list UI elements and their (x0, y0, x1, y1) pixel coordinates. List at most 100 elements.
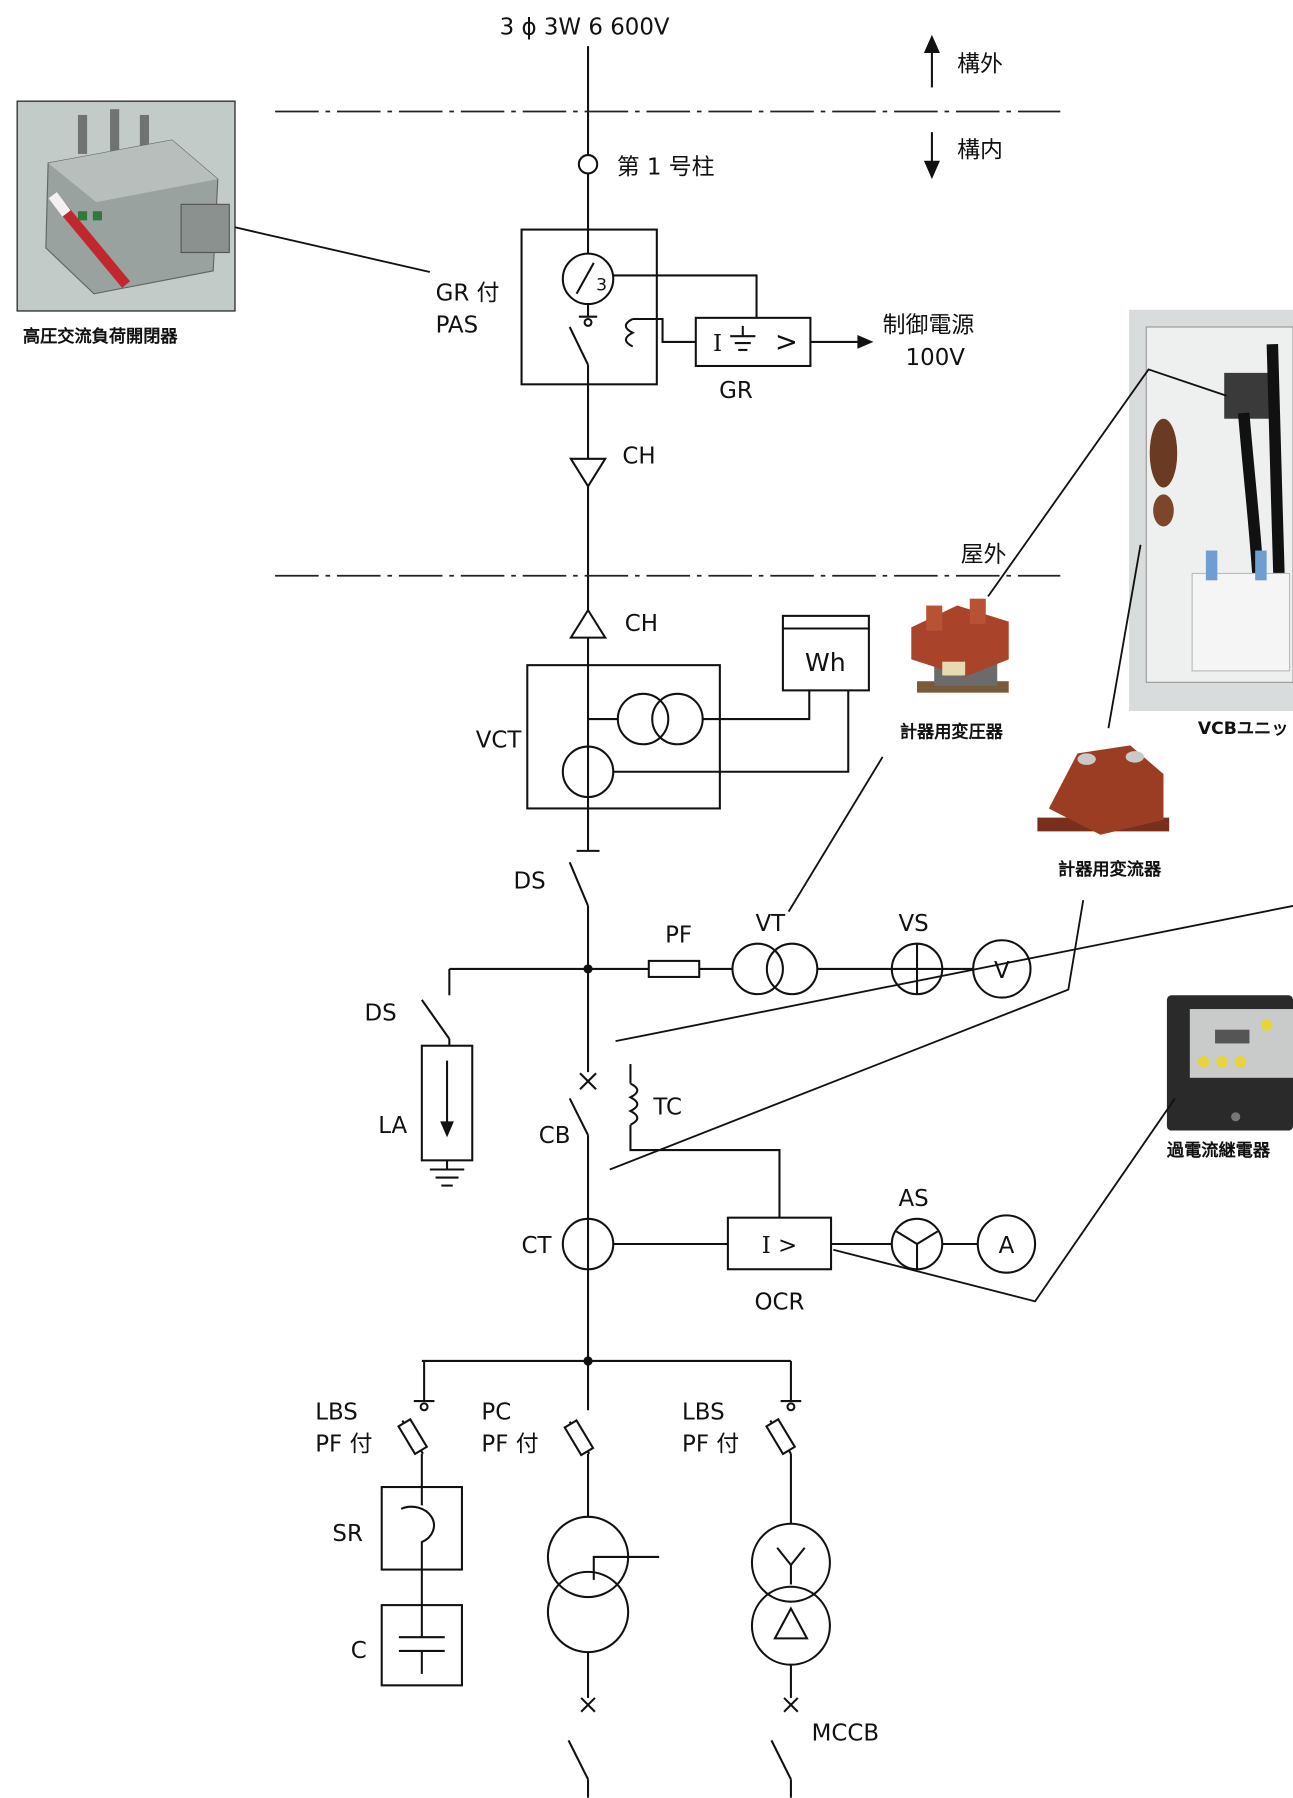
relay-photo-indicator (1216, 1056, 1228, 1068)
gr-symbol-gt: > (775, 326, 798, 358)
feeder-1-contact-terminal (419, 1402, 429, 1412)
ammeter-label: A (999, 1233, 1015, 1259)
mccb-blade (770, 1739, 792, 1780)
feeder-2-power-fuse (563, 1419, 595, 1457)
pas-photo-bushing (77, 114, 88, 154)
vct-vt-signal-line (702, 690, 811, 721)
pas-label-line2: PAS (436, 313, 479, 339)
wh-meter-label: Wh (805, 648, 846, 677)
feeder-3-fuse-label: PF 付 (682, 1432, 739, 1458)
ocr-box (726, 1216, 833, 1271)
pas-contact-terminal (583, 317, 593, 327)
pf-fuse (647, 959, 701, 978)
arrester-ground-icon (429, 1168, 465, 1187)
feeder-1-power-fuse (397, 1417, 429, 1456)
trip-coil (628, 1082, 639, 1126)
three-phase-transformer-primary (750, 1522, 831, 1603)
ammeter (976, 1214, 1037, 1274)
ct-photo-terminal (1125, 751, 1144, 763)
vt-photo-caption: 計器用変圧器 (900, 721, 1004, 742)
as-label: AS (898, 1186, 928, 1212)
la-label: LA (378, 1113, 407, 1139)
cable-head-lower (568, 608, 608, 639)
transformer-tap-line (592, 1555, 660, 1580)
feeder-1-fuse-label: PF 付 (315, 1432, 372, 1458)
inside-premises-label: 構内 (957, 137, 1003, 163)
cb-blade (568, 1097, 589, 1136)
vs-label: VS (898, 911, 928, 937)
leader-line-vt (787, 756, 884, 913)
pas-photo-bushing (110, 109, 120, 153)
la-ds-blade (420, 999, 451, 1040)
wye-arm-1 (776, 1547, 792, 1566)
zct-number: 3 (596, 275, 607, 295)
vcb-photo-insulator (1149, 418, 1178, 488)
as-spoke-2 (916, 1230, 939, 1245)
cable-head-upper (568, 457, 608, 489)
relay-photo-screw (1231, 1112, 1241, 1122)
ocr-relay-photo-caption: 過電流継電器 (1167, 1140, 1271, 1161)
feeder-2-fuse-label: PF 付 (481, 1432, 538, 1458)
inside-arrow-head (923, 160, 940, 180)
relay-photo-indicator (1197, 1056, 1210, 1068)
relay-photo-indicator (1260, 1019, 1273, 1031)
main-ds-blade (568, 861, 589, 907)
tc-label: TC (652, 1095, 682, 1121)
outdoor-label: 屋外 (961, 542, 1007, 568)
first-pole-label: 第 1 号柱 (617, 155, 715, 181)
zct-slash (575, 262, 595, 295)
vt-coil-1 (731, 942, 784, 996)
zct-signal-line (613, 274, 758, 318)
gr-relay-box (694, 316, 812, 368)
feeder-3-switch-label: LBS (682, 1399, 725, 1425)
vt-photo (911, 598, 1009, 693)
vt-photo-terminal (969, 598, 986, 624)
ct-photo-body (1048, 745, 1164, 835)
pas-switch-blade (568, 326, 589, 366)
tc-to-ocr-line (629, 1124, 781, 1218)
vct-enclosure (526, 664, 721, 810)
delta-symbol (773, 1606, 809, 1640)
gr-label: GR (719, 378, 753, 404)
feeder-2-switch-label: PC (481, 1399, 511, 1425)
relay-photo-display (1215, 1029, 1250, 1044)
pas-enclosure (520, 228, 658, 386)
la-ds-label: DS (365, 1001, 397, 1027)
single-phase-transformer-secondary (546, 1570, 630, 1654)
vcb-photo-cable (1266, 344, 1285, 586)
vct-vt-coil-2 (651, 692, 704, 746)
ocr-label: OCR (754, 1289, 804, 1315)
control-power-arrow-head (857, 335, 874, 349)
vcb-unit-photo (1129, 309, 1293, 712)
ct-photo-caption: 計器用変流器 (1058, 859, 1162, 880)
vcb-photo-label (1205, 550, 1218, 581)
feeder-2-breaker-mark-2 (580, 1697, 596, 1713)
leader-line-ocr (833, 1097, 1176, 1303)
feeder-3-contact-terminal (786, 1402, 796, 1412)
pas-photo-handle-tip (48, 192, 71, 217)
wye-arm-2 (790, 1547, 806, 1566)
cable-head-upper-label: CH (622, 443, 655, 469)
leader-line-vcb-cb (615, 904, 1293, 1043)
arrester-arrow-head (440, 1121, 454, 1138)
vct-vt-coil-1 (616, 692, 670, 746)
vt-label: VT (755, 911, 786, 937)
pas-photo (16, 100, 236, 312)
cb-trip-mark-2 (579, 1072, 597, 1091)
pas-photo-bushing (139, 114, 150, 154)
gr-ground-icon (730, 325, 756, 351)
vt-coil-2 (765, 942, 819, 996)
ocr-relay-photo (1166, 995, 1293, 1131)
outside-premises-label: 構外 (957, 51, 1003, 77)
cable-head-lower-label: CH (625, 611, 658, 637)
leader-line-vcb-ct (1107, 544, 1142, 729)
main-ds-label: DS (514, 869, 546, 895)
ct-label: CT (521, 1233, 552, 1259)
mccb-label: MCCB (812, 1720, 879, 1746)
as-spoke-1 (895, 1230, 918, 1245)
control-power-label: 制御電源 (883, 313, 975, 339)
leader-line-vcb-vt (987, 368, 1227, 597)
pas-photo-side-bushing (180, 203, 230, 254)
first-pole-marker (577, 154, 599, 175)
vct-ct-signal-line (613, 690, 850, 773)
